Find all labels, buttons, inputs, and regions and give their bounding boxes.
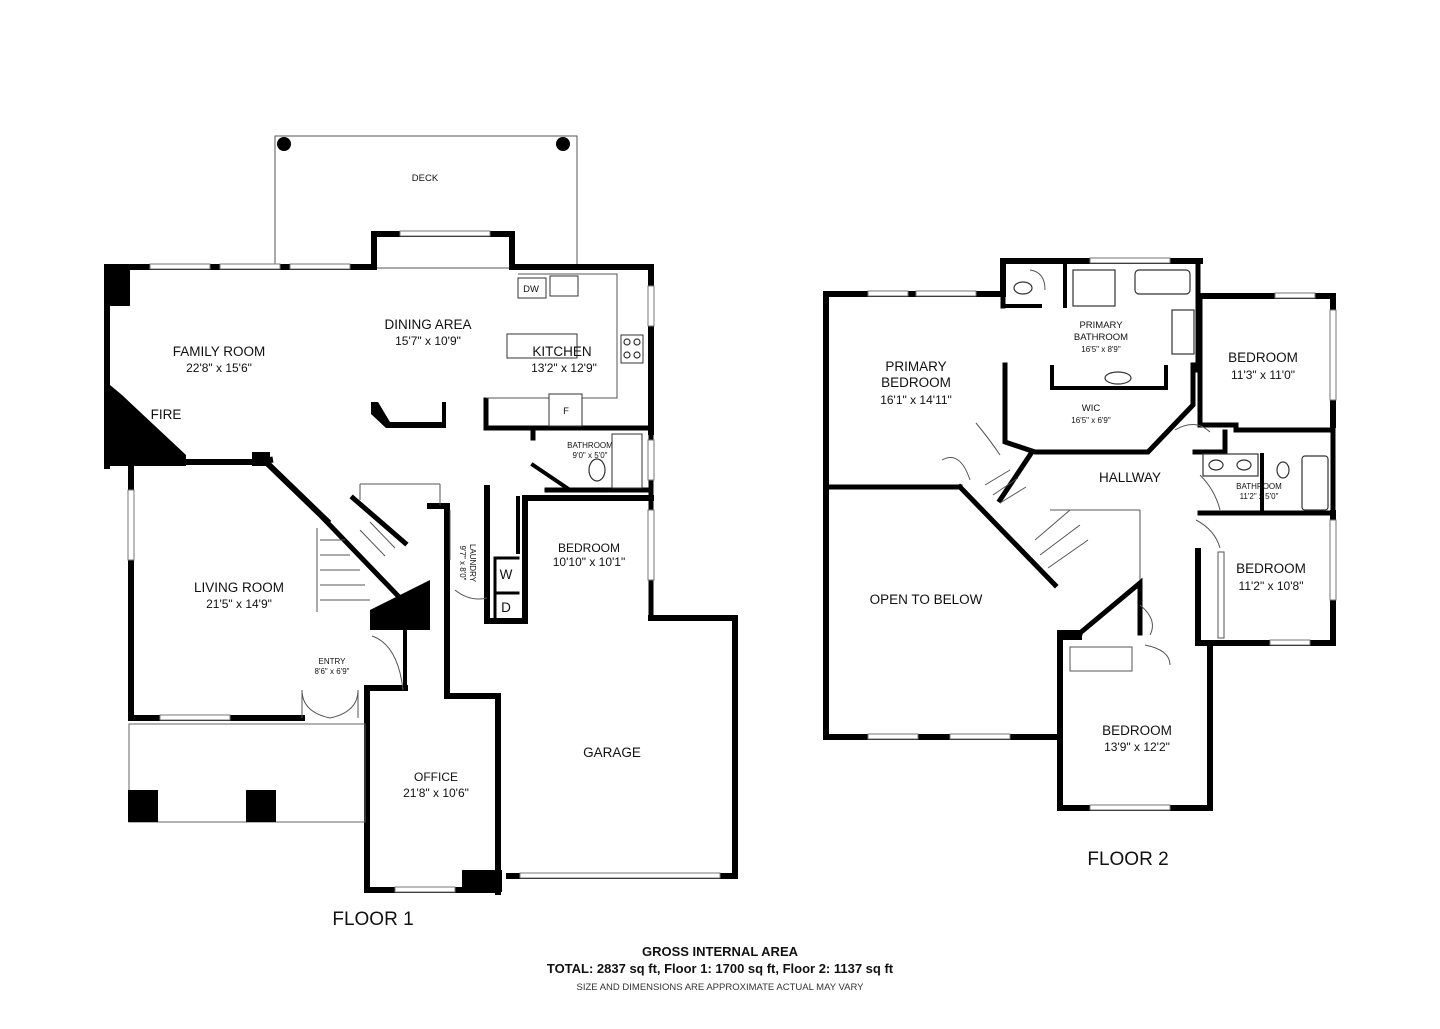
primary-bathroom-label-2: BATHROOM: [1074, 332, 1128, 343]
primary-bedroom-label-2: BEDROOM: [881, 375, 951, 390]
gross-area-title: GROSS INTERNAL AREA: [641, 944, 798, 959]
dryer-label: D: [501, 600, 511, 615]
dining-area-label: DINING AREA: [384, 317, 471, 332]
bedroom-c-size: 13'9" x 12'2": [1104, 740, 1170, 754]
dining-area-size: 15'7" x 10'9": [395, 334, 461, 348]
washer-label: W: [500, 567, 513, 582]
floor2-plan: PRIMARY BEDROOM 16'1" x 14'11" PRIMARY B…: [823, 257, 1337, 870]
primary-bathroom-label-1: PRIMARY: [1079, 320, 1123, 331]
floor2-walls: [823, 257, 1337, 811]
kitchen-label: KITCHEN: [532, 344, 591, 359]
living-room-label: LIVING ROOM: [194, 580, 284, 595]
bathroom2-size: 11'2" x 5'0": [1240, 492, 1279, 501]
bathroom1-label: BATHROOM: [567, 441, 613, 450]
bedroom-b-label: BEDROOM: [1236, 561, 1306, 576]
floor1-walls: [104, 230, 738, 895]
gross-area-total: TOTAL: 2837 sq ft, Floor 1: 1700 sq ft, …: [546, 961, 894, 976]
bedroom-c-label: BEDROOM: [1102, 723, 1172, 738]
bathroom2-label: BATHROOM: [1236, 482, 1282, 491]
family-room-label: FAMILY ROOM: [173, 344, 266, 359]
primary-bedroom-size: 16'1" x 14'11": [880, 393, 952, 407]
bedroom1-size: 10'10" x 10'1": [553, 555, 626, 569]
fridge-label: F: [563, 406, 569, 417]
disclaimer-note: SIZE AND DIMENSIONS ARE APPROXIMATE ACTU…: [576, 982, 864, 993]
office-label: OFFICE: [414, 770, 458, 784]
bathroom1-size: 9'0" x 5'0": [573, 451, 608, 460]
primary-bedroom-label-1: PRIMARY: [885, 359, 946, 374]
family-room-size: 22'8" x 15'6": [186, 361, 252, 375]
wic-size: 16'5" x 6'9": [1071, 416, 1111, 425]
living-room-size: 21'5" x 14'9": [206, 597, 272, 611]
deck-label: DECK: [412, 173, 439, 184]
bedroom-a-label: BEDROOM: [1228, 350, 1298, 365]
dishwasher-label: DW: [523, 284, 539, 295]
primary-bathroom-size: 16'5" x 8'9": [1081, 345, 1121, 354]
entry-size: 8'6" x 6'9": [315, 667, 350, 676]
hallway-label: HALLWAY: [1099, 470, 1161, 485]
floor1-label: FLOOR 1: [332, 909, 413, 930]
fire-label: FIRE: [151, 407, 182, 422]
floor1-plan: DECK FAMILY ROOM 22'8" x 15'6" DINING AR…: [104, 135, 738, 930]
bedroom-a-size: 11'3" x 11'0": [1231, 368, 1295, 382]
bedroom-b-size: 11'2" x 10'8": [1239, 579, 1304, 593]
bedroom1-label: BEDROOM: [558, 541, 620, 555]
entry-label: ENTRY: [319, 657, 347, 666]
floor2-label: FLOOR 2: [1087, 849, 1168, 870]
office-size: 21'8" x 10'6": [403, 786, 469, 800]
laundry-size: 9'7" x 8'0": [458, 546, 467, 581]
garage-label: GARAGE: [583, 745, 641, 760]
wic-label: WIC: [1082, 403, 1101, 414]
laundry-label: LAUNDRY: [468, 544, 477, 583]
deck: [274, 135, 578, 269]
open-to-below-label: OPEN TO BELOW: [870, 592, 983, 607]
kitchen-size: 13'2" x 12'9": [531, 361, 597, 375]
